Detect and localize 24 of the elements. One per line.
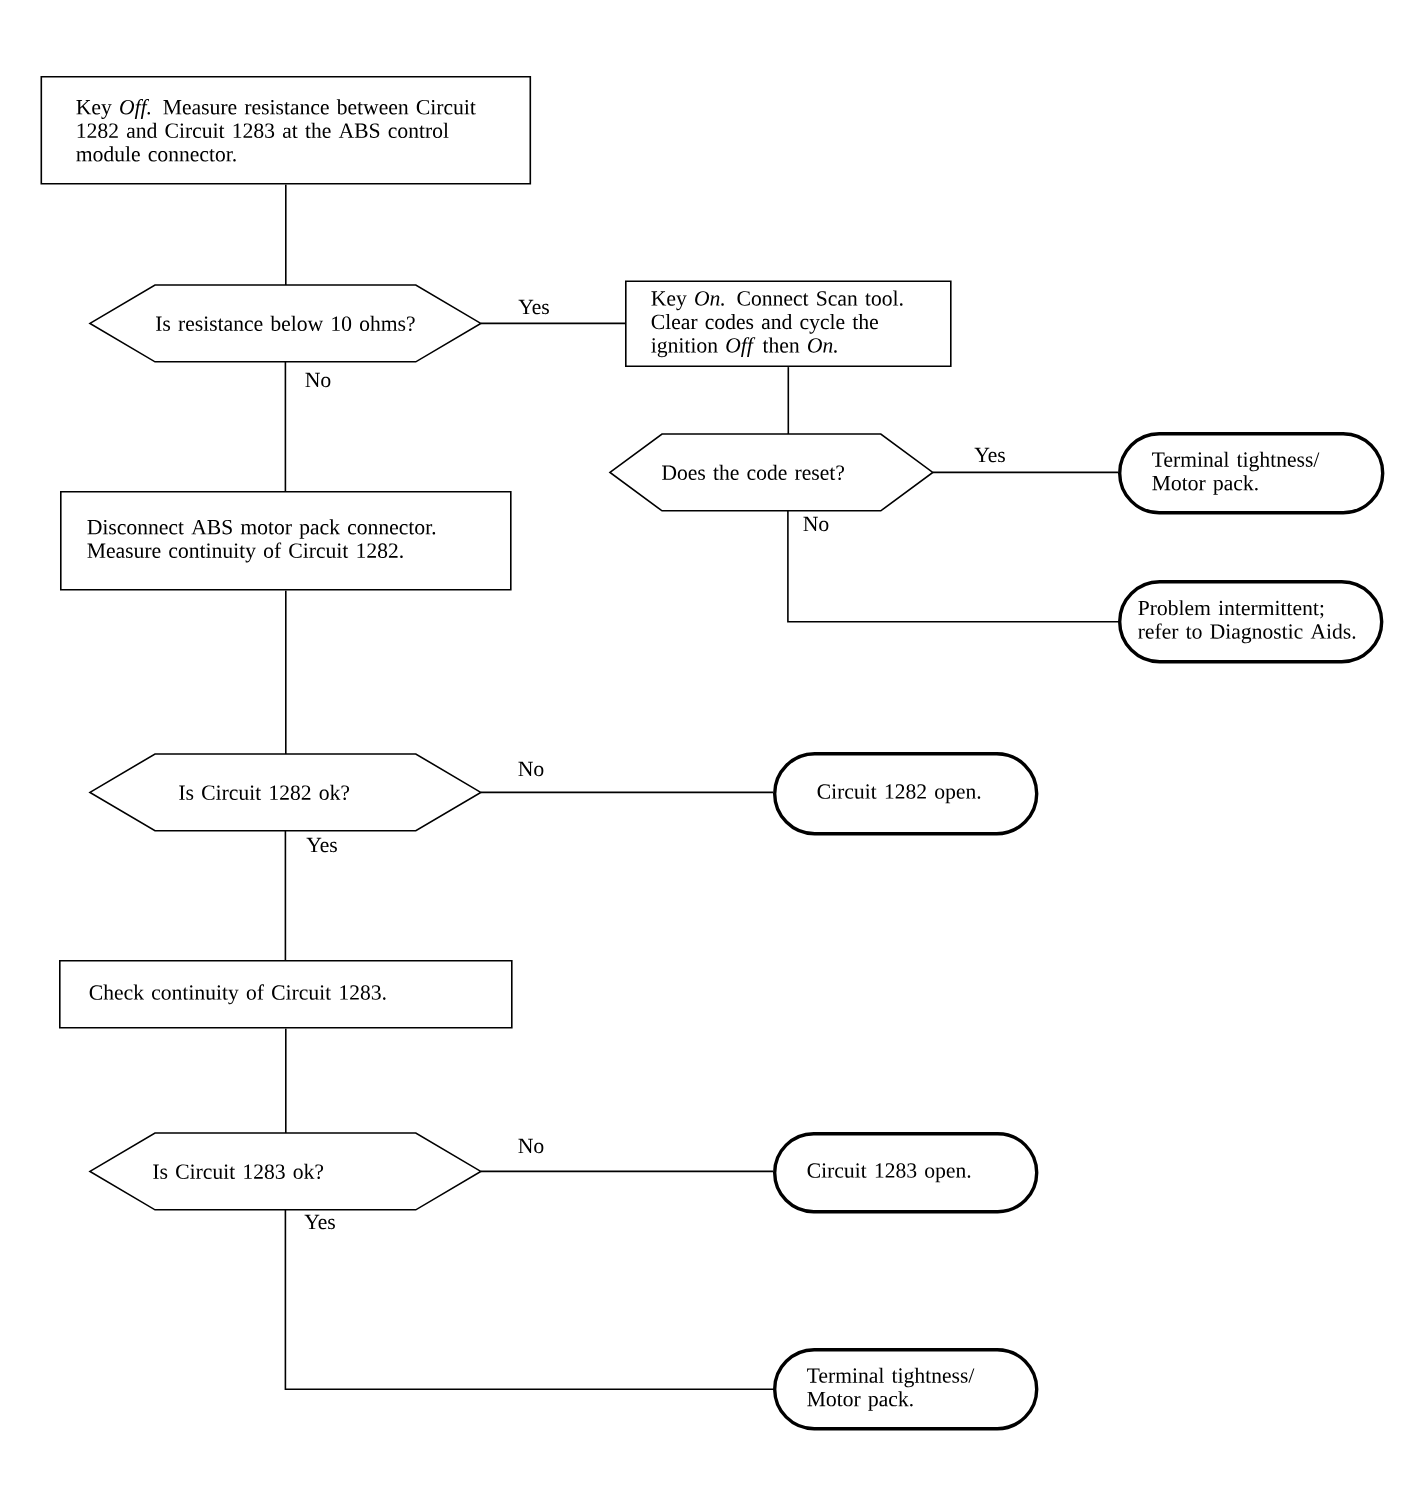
edge-label: No (301, 369, 335, 391)
edge-label: Yes (515, 296, 553, 318)
process-box: Check continuity of Circuit 1283. (59, 960, 513, 1029)
edge-label: No (799, 513, 833, 535)
edge-label: No (514, 758, 548, 780)
connector-line (285, 183, 287, 286)
edge-label: Yes (303, 834, 341, 856)
connector-line (284, 1209, 774, 1390)
connector-line (932, 471, 1119, 474)
connector-line (284, 361, 287, 492)
edge-label: Yes (971, 444, 1009, 466)
edge-label: No (514, 1135, 548, 1157)
connector-line (285, 1027, 287, 1134)
connector-line (480, 322, 626, 325)
process-box: Key Off. Measure resistance between Circuit 1282 and Circuit 1283 at the ABS control module connector. (40, 76, 532, 185)
connector-line (284, 830, 287, 961)
connector-line (787, 366, 790, 435)
connector-line (787, 510, 1119, 623)
edge-label: Yes (301, 1211, 339, 1233)
process-box: Key On. Connect Scan tool. Clear codes and cycle the ignition Off then On. (625, 280, 952, 368)
connector-line (480, 791, 774, 794)
connector-line (285, 589, 287, 755)
connector-line (480, 1170, 774, 1173)
process-box: Disconnect ABS motor pack connector. Measure continuity of Circuit 1282. (60, 491, 512, 591)
